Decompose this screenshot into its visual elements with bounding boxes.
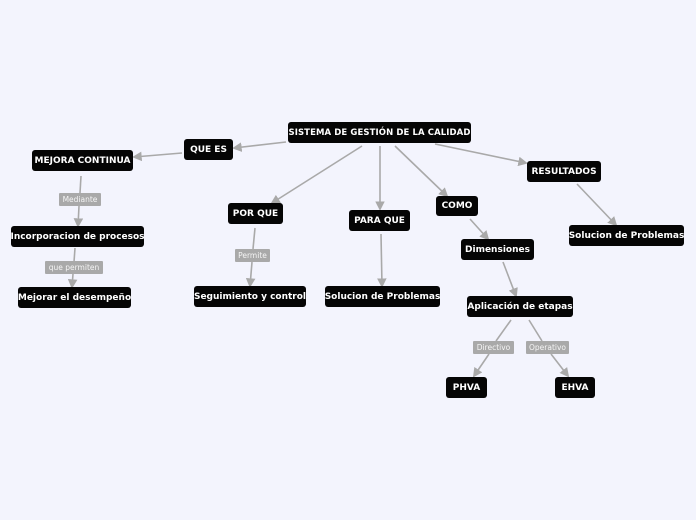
node-resultados[interactable]: RESULTADOS (527, 161, 601, 182)
link-mejora-incorporacion (79, 175, 82, 194)
link-incorporacion-mejorar (73, 247, 76, 263)
node-solucion-problemas-1[interactable]: Solucion de Problemas (325, 286, 440, 307)
node-por-que[interactable]: POR QUE (228, 203, 283, 224)
node-mejorar-desempeno[interactable]: Mejorar el desempeño (18, 287, 131, 308)
node-como[interactable]: COMO (436, 196, 478, 216)
connector-operativo: Operativo (526, 341, 569, 354)
connector-mediante: Mediante (59, 193, 101, 206)
link-root-resultados (434, 143, 528, 167)
node-solucion-problemas-2[interactable]: Solucion de Problemas (569, 225, 684, 246)
link-que-es-mejora (132, 151, 183, 162)
link-permite-seguimiento (245, 261, 256, 288)
connector-permite: Permite (235, 249, 270, 262)
link-operativo-ehva (550, 353, 570, 378)
link-resultados-solucion (576, 183, 618, 227)
link-root-por-que (270, 145, 363, 205)
link-root-como (394, 145, 449, 198)
connector-directivo: Directivo (473, 341, 514, 354)
node-que-es[interactable]: QUE ES (184, 139, 233, 160)
link-mediante-incorporacion (73, 205, 84, 228)
link-aplicacion-operativo (528, 319, 543, 342)
node-ehva[interactable]: EHVA (555, 377, 595, 398)
link-quepermiten-mejorar (67, 273, 78, 289)
node-para-que[interactable]: PARA QUE (349, 210, 410, 231)
connector-que-permiten: que permiten (45, 261, 103, 274)
link-dimensiones-aplicacion (502, 261, 518, 298)
link-directivo-phva (472, 353, 490, 378)
node-phva[interactable]: PHVA (446, 377, 487, 398)
root-node[interactable]: SISTEMA DE GESTIÓN DE LA CALIDAD (288, 122, 471, 143)
node-incorporacion-procesos[interactable]: Incorporacion de procesos (10, 226, 145, 247)
link-porque-permite (252, 227, 256, 250)
link-aplicacion-directivo (495, 319, 512, 342)
node-mejora-continua[interactable]: MEJORA CONTINUA (32, 150, 133, 171)
node-seguimiento-control[interactable]: Seguimiento y control (194, 286, 306, 307)
node-dimensiones[interactable]: Dimensiones (461, 239, 534, 260)
link-paraque-solucion (377, 233, 387, 288)
link-root-que-es (232, 141, 287, 152)
link-como-dimensiones (469, 218, 490, 241)
node-aplicacion-etapas[interactable]: Aplicación de etapas (467, 296, 573, 317)
